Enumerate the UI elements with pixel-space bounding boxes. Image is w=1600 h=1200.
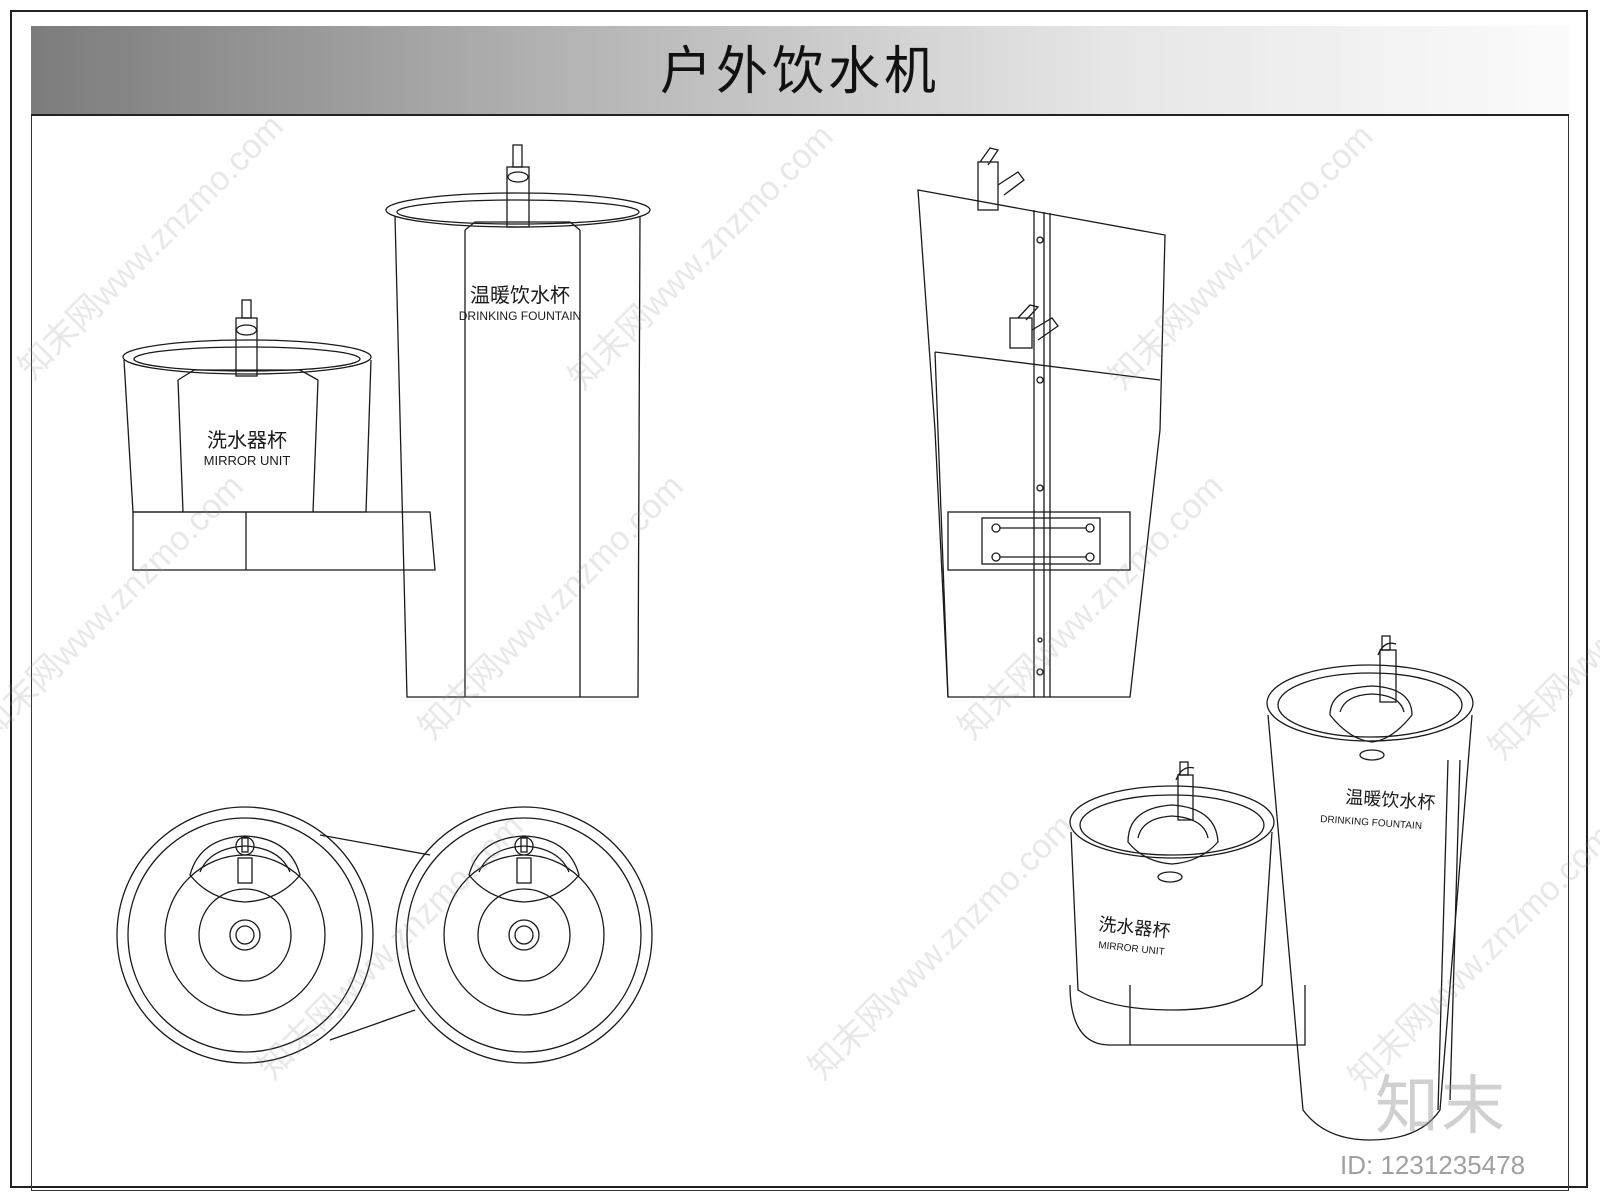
title-bar: 户外饮水机 [31, 26, 1569, 116]
iso-small-unit: 洗水器杯 MIRROR UNIT [1069, 761, 1275, 1011]
sheet-title: 户外饮水机 [659, 42, 940, 102]
iso-small-en-label: MIRROR UNIT [1098, 940, 1165, 958]
image-id: ID: 1231235478 [1340, 1150, 1526, 1180]
plan-bowl-right [395, 806, 653, 1064]
iso-tall-unit: 温暖饮水杯 DRINKING FOUNTAIN [1266, 635, 1474, 1141]
side-bolts [1036, 236, 1044, 676]
tall-unit-en-label: DRINKING FOUNTAIN [459, 309, 581, 323]
front-elevation: 洗水器杯 MIRROR UNIT 温暖饮水杯 DRINKING FOUNTAIN [122, 144, 651, 698]
tall-unit-cn-label: 温暖饮水杯 [470, 283, 570, 307]
plan-view [116, 806, 653, 1064]
small-unit-front: 洗水器杯 MIRROR UNIT [122, 299, 436, 571]
iso-tall-cn-label: 温暖饮水杯 [1345, 787, 1436, 814]
outer-frame [10, 10, 1588, 1188]
iso-small-cn-label: 洗水器杯 [1097, 914, 1171, 942]
small-unit-cn-label: 洗水器杯 [207, 428, 287, 452]
plan-bowl-left [116, 806, 374, 1064]
small-unit-en-label: MIRROR UNIT [204, 453, 291, 468]
tall-unit-front: 温暖饮水杯 DRINKING FOUNTAIN [385, 144, 651, 698]
iso-tall-en-label: DRINKING FOUNTAIN [1320, 814, 1423, 832]
side-elevation [917, 147, 1166, 698]
brand-watermark: 知末 [1375, 1070, 1507, 1144]
isometric-view: 温暖饮水杯 DRINKING FOUNTAIN 洗水器杯 MIRROR UNIT [1069, 635, 1474, 1141]
